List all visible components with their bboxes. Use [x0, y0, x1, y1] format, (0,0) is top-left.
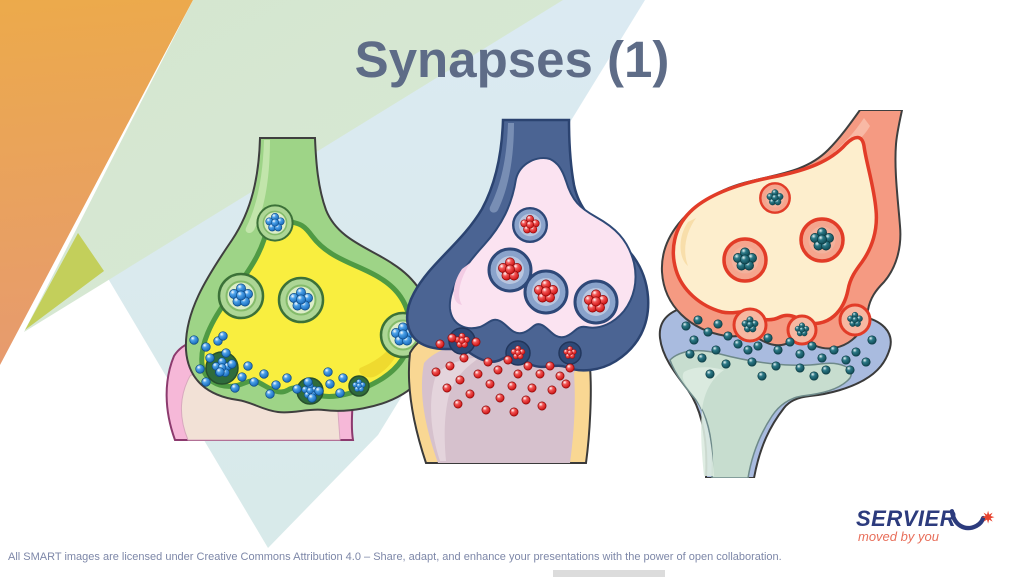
- axon-terminal: [660, 109, 904, 350]
- salmon-synapse-figure: [650, 109, 920, 483]
- green-synapse-svg: [165, 137, 435, 441]
- neurotransmitters: [189, 331, 348, 403]
- attribution-text: All SMART images are licensed under Crea…: [8, 551, 782, 563]
- servier-tagline: moved by you: [858, 529, 939, 544]
- neurotransmitters: [431, 333, 575, 417]
- salmon-synapse-svg: [658, 109, 904, 479]
- servier-swoosh-and-star-icon: [949, 509, 995, 531]
- servier-wordmark: SERVIER: [856, 506, 957, 531]
- release-pocket: [786, 314, 818, 346]
- servier-logo: SERVIER moved by you: [856, 506, 996, 544]
- release-pocket: [558, 341, 582, 365]
- navy-synapse-svg: [406, 118, 650, 464]
- green-synapse-figure: [160, 128, 450, 468]
- release-pocket: [348, 375, 370, 397]
- release-pocket: [732, 307, 768, 343]
- neurotransmitters: [681, 315, 877, 381]
- slide-title: Synapses (1): [354, 31, 670, 88]
- navy-synapse-figure: [400, 113, 655, 470]
- axon-terminal: [406, 118, 650, 372]
- bottom-partial-shape: [553, 570, 665, 577]
- release-pocket: [838, 303, 872, 337]
